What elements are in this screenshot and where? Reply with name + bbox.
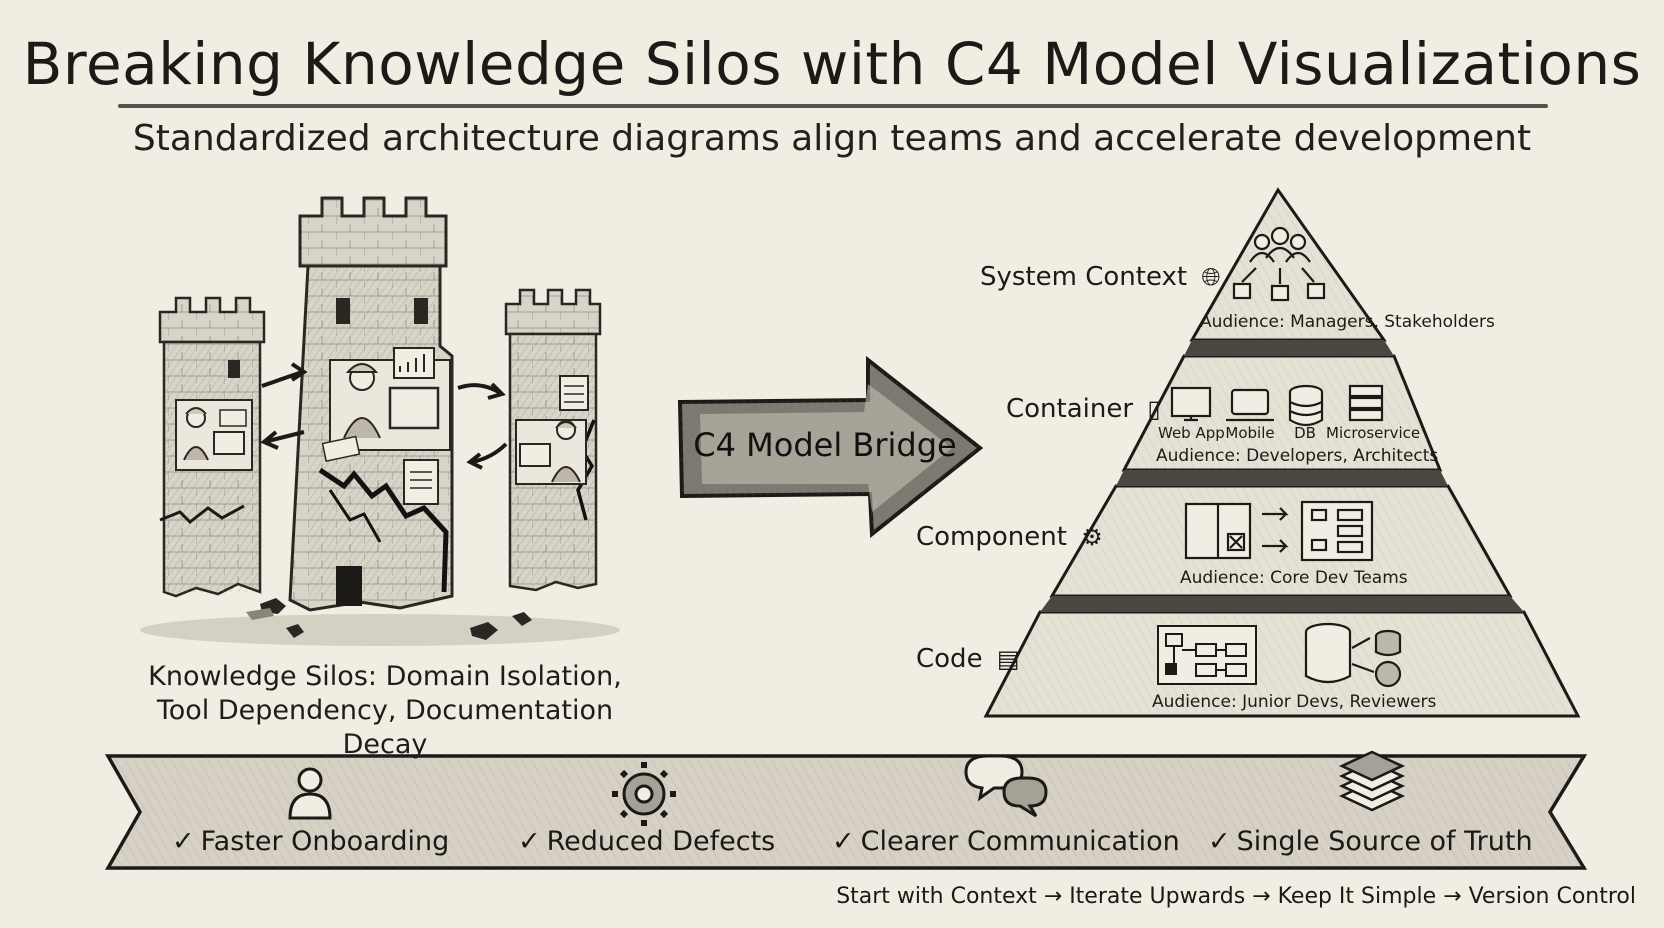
web-app-icon bbox=[1170, 386, 1212, 422]
container-item-web-app: Web App bbox=[1158, 424, 1225, 442]
benefit-reduced-defects: ✓Reduced Defects bbox=[518, 826, 775, 857]
benefit-label: Clearer Communication bbox=[860, 826, 1180, 857]
benefit-label: Faster Onboarding bbox=[200, 826, 450, 857]
level-label-container: Container ▯ bbox=[1006, 394, 1161, 424]
people-group-icon bbox=[1232, 226, 1326, 302]
level-label-component: Component ⚙ bbox=[916, 522, 1103, 552]
level-label-text: Code bbox=[916, 644, 983, 674]
bridge-arrow bbox=[677, 355, 984, 538]
database-icon bbox=[1288, 384, 1324, 427]
benefit-label: Single Source of Truth bbox=[1236, 826, 1533, 857]
bridge-label: C4 Model Bridge bbox=[693, 426, 957, 464]
audience-code: Audience: Junior Devs, Reviewers bbox=[1152, 692, 1437, 712]
page-title: Breaking Knowledge Silos with C4 Model V… bbox=[22, 30, 1642, 98]
benefit-faster-onboarding: ✓Faster Onboarding bbox=[172, 826, 449, 857]
check-icon: ✓ bbox=[172, 826, 195, 857]
globe-icon: 🌐︎ bbox=[1201, 263, 1221, 291]
code-diagram-icon bbox=[1157, 625, 1257, 685]
layers-icon bbox=[1338, 750, 1406, 812]
title-underline bbox=[118, 104, 1548, 108]
check-icon: ✓ bbox=[518, 826, 541, 857]
benefit-clearer-communication: ✓Clearer Communication bbox=[832, 826, 1180, 857]
audience-container: Audience: Developers, Architects bbox=[1156, 446, 1439, 466]
c4-pyramid bbox=[983, 187, 1581, 718]
rubble bbox=[246, 598, 532, 640]
level-label-text: System Context bbox=[980, 262, 1188, 292]
mobile-icon bbox=[1226, 388, 1274, 422]
level-label-system-context: System Context 🌐︎ bbox=[980, 262, 1221, 292]
microservice-icon bbox=[1348, 384, 1384, 422]
container-item-mobile: Mobile bbox=[1225, 424, 1275, 442]
storage-icon bbox=[1304, 622, 1402, 688]
benefits-banner bbox=[104, 750, 1588, 870]
person-icon bbox=[288, 767, 332, 820]
benefit-label: Reduced Defects bbox=[546, 826, 776, 857]
check-icon: ✓ bbox=[1208, 826, 1231, 857]
silos-caption-line2: Tool Dependency, Documentation Decay bbox=[156, 695, 614, 760]
check-icon: ✓ bbox=[832, 826, 855, 857]
code-file-icon: ▤ bbox=[996, 645, 1020, 673]
container-item-microservice: Microservice bbox=[1326, 424, 1421, 442]
gear-icon: ⚙ bbox=[1081, 523, 1103, 551]
container-item-db: DB bbox=[1294, 424, 1316, 442]
silo-arrows bbox=[260, 362, 508, 470]
level-label-code: Code ▤ bbox=[916, 644, 1020, 674]
page-subtitle: Standardized architecture diagrams align… bbox=[132, 118, 1532, 159]
chat-bubbles-icon bbox=[964, 754, 1048, 818]
silo-towers bbox=[140, 196, 620, 646]
best-practices-footer: Start with Context → Iterate Upwards → K… bbox=[836, 884, 1636, 909]
benefit-single-source-of-truth: ✓Single Source of Truth bbox=[1208, 826, 1533, 857]
right-tower bbox=[504, 288, 602, 592]
level-label-text: Container bbox=[1006, 394, 1134, 424]
audience-component: Audience: Core Dev Teams bbox=[1180, 568, 1408, 588]
silos-caption: Knowledge Silos: Domain Isolation, Tool … bbox=[120, 660, 650, 762]
component-diagram-icon bbox=[1184, 500, 1374, 562]
audience-system-context: Audience: Managers, Stakeholders bbox=[1200, 312, 1495, 332]
container-icon: ▯ bbox=[1147, 395, 1161, 423]
level-label-text: Component bbox=[916, 522, 1067, 552]
left-tower bbox=[158, 296, 266, 598]
silos-caption-line1: Knowledge Silos: Domain Isolation, bbox=[148, 661, 622, 692]
center-tower bbox=[288, 196, 454, 612]
gear-icon bbox=[612, 762, 676, 826]
